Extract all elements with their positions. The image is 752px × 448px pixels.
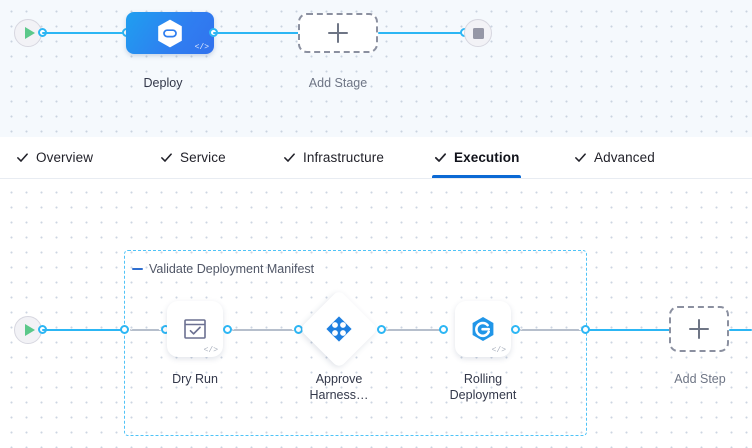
execution-steps-canvas[interactable]: Validate Deployment Manifest </> Dry Run	[0, 179, 752, 448]
stage-canvas[interactable]: </> Deploy Add Stage	[0, 0, 752, 137]
connector-line	[42, 329, 124, 331]
pipeline-end-node[interactable]	[464, 19, 492, 47]
add-stage-label: Add Stage	[308, 76, 368, 90]
tab-overview[interactable]: Overview	[14, 137, 95, 178]
play-icon	[24, 324, 35, 336]
connector-line	[589, 329, 671, 331]
stage-node-deploy[interactable]: </>	[126, 12, 214, 54]
connector-dot	[223, 325, 232, 334]
tab-label: Overview	[36, 150, 94, 165]
connector-line-dashed	[520, 329, 581, 331]
step-group-validate-deployment-manifest[interactable]	[124, 250, 587, 436]
check-icon	[284, 153, 295, 162]
connector-line	[729, 329, 752, 331]
rolling-deployment-icon	[472, 317, 494, 341]
step-node-dry-run[interactable]: </>	[167, 301, 223, 357]
minus-icon[interactable]	[132, 267, 143, 271]
tab-service[interactable]: Service	[158, 137, 228, 178]
connector-line-dashed	[130, 329, 161, 331]
check-icon	[161, 153, 172, 162]
tab-label: Advanced	[594, 150, 655, 165]
tab-execution[interactable]: Execution	[432, 137, 522, 178]
stage-tab-bar: Overview Service Infrastructure Executio…	[0, 137, 752, 179]
play-icon	[24, 27, 35, 39]
tab-label: Execution	[454, 150, 520, 165]
connector-line-dashed	[232, 329, 294, 331]
step-label-approve-harness: Approve Harness…	[309, 372, 369, 402]
terminal-check-icon	[184, 319, 206, 339]
add-step-button[interactable]	[669, 306, 729, 352]
connector-dot	[439, 325, 448, 334]
plus-icon	[689, 319, 709, 339]
connector-dot	[377, 325, 386, 334]
stage-label-deploy: Deploy	[143, 76, 183, 90]
step-label-dry-run: Dry Run	[172, 372, 218, 386]
step-group-title: Validate Deployment Manifest	[149, 262, 315, 276]
pipeline-start-node[interactable]	[14, 19, 42, 47]
add-step-label: Add Step	[674, 372, 726, 386]
plus-icon	[328, 23, 348, 43]
code-badge: </>	[203, 346, 218, 355]
check-icon	[434, 153, 447, 162]
connector-line-dashed	[386, 329, 443, 331]
code-badge: </>	[491, 346, 506, 355]
connector-dot	[511, 325, 520, 334]
harness-infinity-icon	[158, 19, 182, 47]
connector-line	[213, 32, 300, 34]
connector-dot	[120, 325, 129, 334]
step-node-rolling-deployment[interactable]: </>	[455, 301, 511, 357]
check-icon	[17, 153, 28, 162]
stop-icon	[472, 27, 484, 39]
step-group-header[interactable]: Validate Deployment Manifest	[132, 262, 314, 276]
tab-label: Service	[180, 150, 226, 165]
connector-line	[378, 32, 464, 34]
add-stage-button[interactable]	[298, 13, 378, 53]
tab-label: Infrastructure	[303, 150, 384, 165]
check-icon	[575, 153, 586, 162]
connector-line	[42, 32, 126, 34]
tab-advanced[interactable]: Advanced	[572, 137, 657, 178]
step-label-rolling-deployment: Rolling Deployment	[449, 372, 517, 402]
code-badge: </>	[194, 43, 209, 52]
tab-infrastructure[interactable]: Infrastructure	[281, 137, 386, 178]
